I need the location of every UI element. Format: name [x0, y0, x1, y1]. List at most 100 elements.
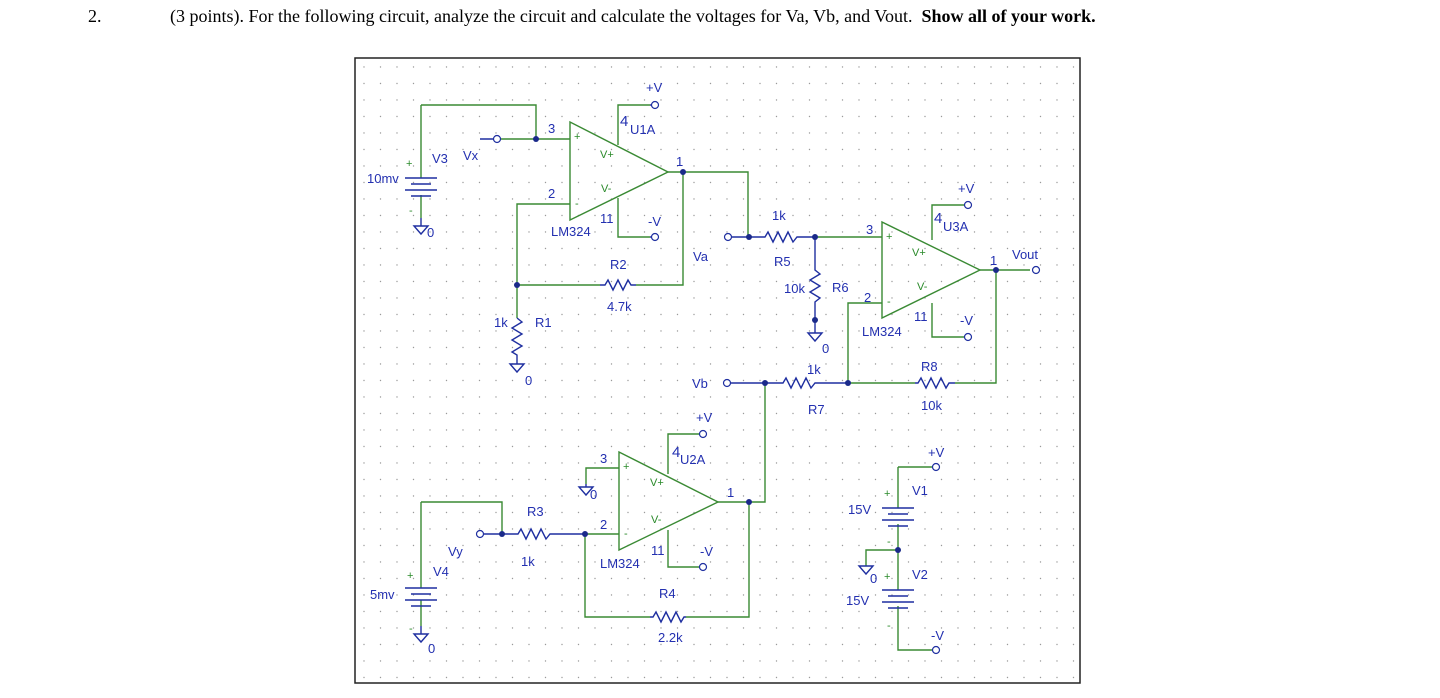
r5-name: R5	[774, 254, 791, 269]
r6-name: R6	[832, 280, 849, 295]
u2-vminus: V-	[651, 514, 662, 526]
v3-plus: +	[406, 158, 412, 170]
v4-plus: +	[407, 570, 413, 582]
v1-terminal-label: +V	[928, 445, 945, 460]
va-terminal[interactable]	[723, 232, 733, 242]
u2-pin2: 2	[600, 517, 607, 532]
u1-pin2: 2	[548, 186, 555, 201]
u2-pin11: 11	[651, 543, 665, 558]
u2-ground: 0	[590, 487, 597, 502]
r7-name: R7	[808, 402, 825, 417]
r2-name: R2	[610, 257, 627, 272]
u1-vpos-label: +V	[646, 80, 663, 95]
r1-name: R1	[535, 315, 552, 330]
r4-name: R4	[659, 586, 676, 601]
r4-value: 2.2k	[658, 630, 683, 645]
u3-vpos-terminal[interactable]	[963, 200, 973, 210]
u1-pin11: 11	[600, 211, 614, 226]
u2-vpos-label: +V	[696, 410, 713, 425]
u3-vneg-label: -V	[960, 313, 973, 328]
resistor-r3	[484, 527, 585, 541]
u2-minus: -	[624, 528, 628, 540]
u2-pin1: 1	[727, 485, 734, 500]
battery-v4	[405, 587, 437, 644]
v2-ground: 0	[870, 571, 877, 586]
v2-value: 15V	[846, 593, 869, 608]
u1-minus: -	[575, 198, 579, 210]
resistor-r7	[731, 376, 848, 390]
ground-icon	[577, 484, 595, 497]
u1-part: LM324	[551, 224, 591, 239]
u3-name: U3A	[943, 219, 969, 234]
u2-pin4: 4	[672, 444, 680, 461]
v2-minus: -	[887, 620, 891, 632]
v2-plus: +	[884, 571, 890, 583]
v3-ground: 0	[427, 225, 434, 240]
resistor-r2	[600, 278, 636, 292]
resistor-r6	[806, 237, 824, 343]
vx-label: Vx	[463, 148, 479, 163]
v1-plus: +	[884, 488, 890, 500]
u3-part: LM324	[862, 324, 902, 339]
u3-minus: -	[887, 296, 891, 308]
v1-value: 15V	[848, 502, 871, 517]
r3-name: R3	[527, 504, 544, 519]
v3-value: 10mv	[367, 171, 399, 186]
u2-part: LM324	[600, 556, 640, 571]
u1-vneg-terminal[interactable]	[650, 232, 660, 242]
r1-ground: 0	[525, 373, 532, 388]
r8-name: R8	[921, 359, 938, 374]
question-text: (3 points). For the following circuit, a…	[170, 6, 1096, 27]
u2-vplus: V+	[650, 477, 664, 489]
u1-vpos-terminal[interactable]	[650, 100, 660, 110]
u1-vminus: V-	[601, 183, 612, 195]
u1-pin3: 3	[548, 121, 555, 136]
r8-value: 10k	[921, 398, 942, 413]
u3-pin1: 1	[990, 253, 997, 268]
v3-name: V3	[432, 151, 448, 166]
v2-terminal-label: -V	[931, 628, 944, 643]
v4-name: V4	[433, 564, 449, 579]
schematic-frame	[354, 57, 1081, 684]
r5-value: 1k	[772, 208, 786, 223]
r7-value: 1k	[807, 362, 821, 377]
resistor-r1	[508, 285, 526, 374]
vb-label: Vb	[692, 376, 708, 391]
u2-pin3: 3	[600, 451, 607, 466]
u1-vneg-label: -V	[648, 214, 661, 229]
vy-label: Vy	[448, 544, 463, 559]
v2-name: V2	[912, 567, 928, 582]
u2-vneg-label: -V	[700, 544, 713, 559]
u3-vneg-terminal[interactable]	[963, 332, 973, 342]
u3-vplus: V+	[912, 247, 926, 259]
u2-vneg-terminal[interactable]	[698, 562, 708, 572]
circuit-labels: 3 2 + - V+ V- 4 U1A 1 11 LM324 +V -V + V…	[367, 80, 1038, 656]
r6-value: 10k	[784, 281, 805, 296]
supply-v1-v2	[857, 466, 932, 651]
opamp-u2	[420, 433, 750, 626]
u2-plus: +	[623, 461, 629, 473]
v1-minus: -	[887, 536, 891, 548]
vout-terminal[interactable]	[1031, 265, 1041, 275]
ground-icon	[412, 218, 430, 236]
v1-name: V1	[912, 483, 928, 498]
question-number: 2.	[88, 6, 102, 26]
u3-pin4: 4	[934, 210, 942, 227]
v4-ground: 0	[428, 641, 435, 656]
v2-vneg-terminal[interactable]	[931, 645, 941, 655]
u3-pin11: 11	[914, 309, 928, 324]
vx-terminal[interactable]	[492, 134, 502, 144]
v1-vpos-terminal[interactable]	[931, 462, 941, 472]
u1-vplus: V+	[600, 149, 614, 161]
v4-value: 5mv	[370, 587, 395, 602]
opamp-u3	[718, 204, 1030, 503]
question-prompt: (3 points). For the following circuit, a…	[170, 6, 913, 26]
vout-label: Vout	[1012, 247, 1038, 262]
r2-value: 4.7k	[607, 299, 632, 314]
vy-terminal[interactable]	[475, 529, 485, 539]
u3-pin3: 3	[866, 222, 873, 237]
u3-vminus: V-	[917, 281, 928, 293]
vb-terminal[interactable]	[722, 378, 732, 388]
u2-vpos-terminal[interactable]	[698, 429, 708, 439]
